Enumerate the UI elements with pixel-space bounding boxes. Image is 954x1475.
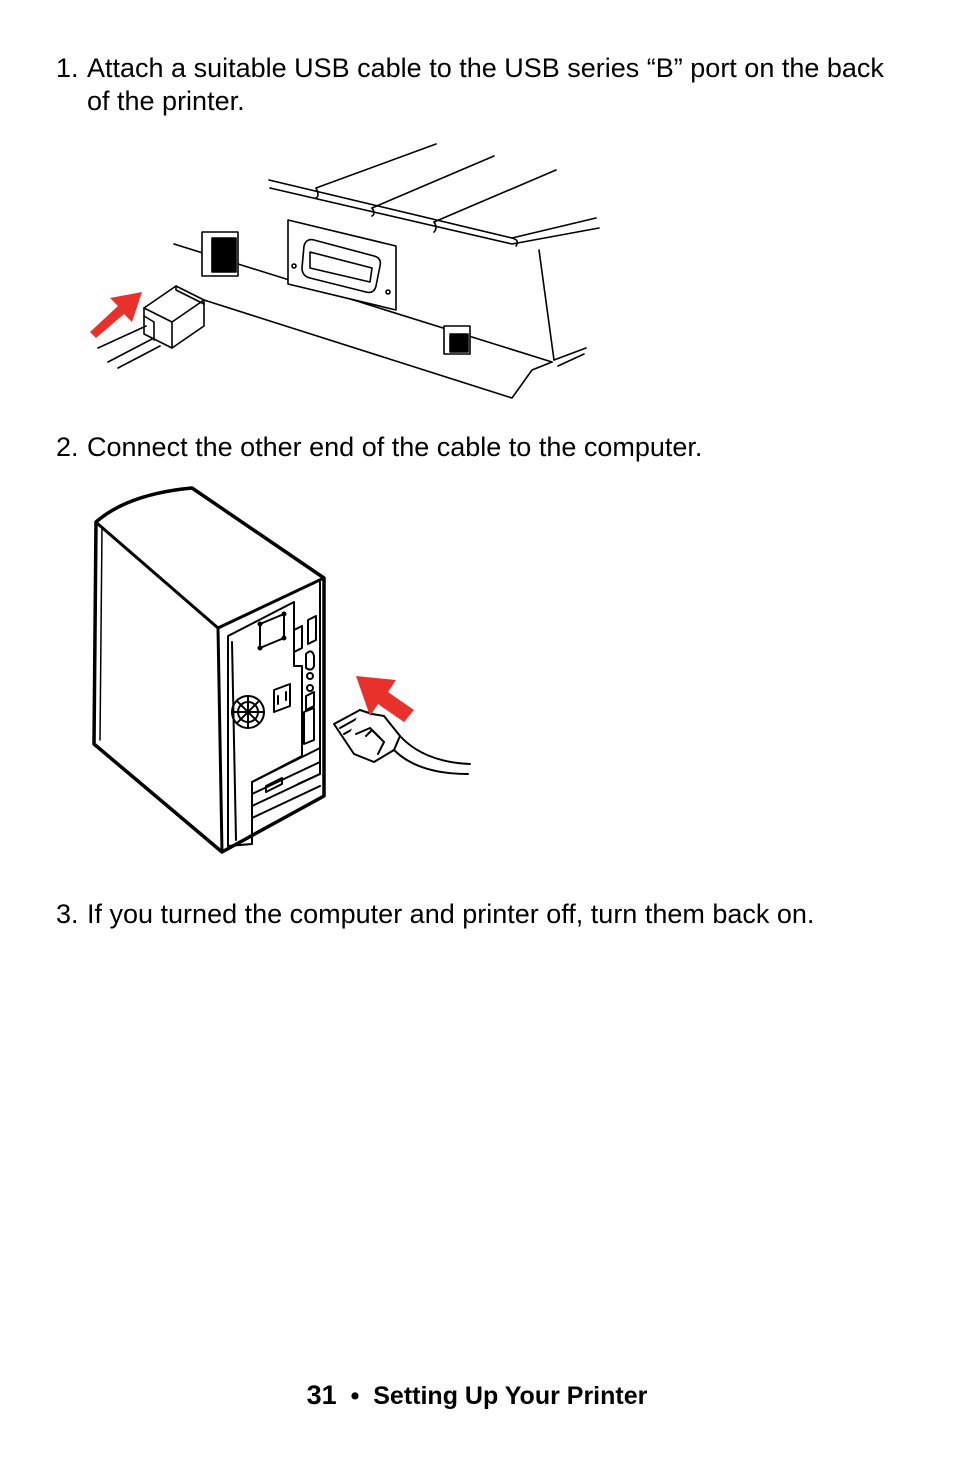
computer-usb-illustration xyxy=(88,484,478,859)
footer-separator: • xyxy=(350,1382,360,1410)
section-title: Setting Up Your Printer xyxy=(373,1382,648,1410)
step-text: If you turned the computer and printer o… xyxy=(87,899,815,929)
printer-usb-illustration xyxy=(84,140,604,405)
page-number: 31 xyxy=(306,1380,337,1410)
step-2: 2. Connect the other end of the cable to… xyxy=(56,431,896,464)
step-number: 1. xyxy=(56,53,79,83)
step-text: Attach a suitable USB cable to the USB s… xyxy=(87,53,884,116)
step-number: 3. xyxy=(56,899,79,929)
step-number: 2. xyxy=(56,432,79,462)
step-text: Connect the other end of the cable to th… xyxy=(87,432,703,462)
step-1: 1. Attach a suitable USB cable to the US… xyxy=(56,52,896,118)
step-3: 3. If you turned the computer and printe… xyxy=(56,898,896,931)
page-footer: 31 • Setting Up Your Printer xyxy=(0,1380,954,1411)
